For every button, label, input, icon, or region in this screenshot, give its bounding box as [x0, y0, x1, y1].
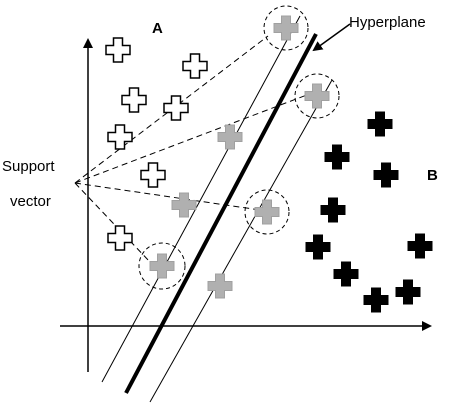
support-vector-circle	[263, 5, 309, 51]
class-a-cross	[107, 225, 133, 251]
hyperplane-label: Hyperplane	[349, 14, 426, 31]
class-a-cross	[140, 162, 166, 188]
class-a-cross	[107, 124, 133, 150]
hyperplane-pointer	[312, 23, 351, 52]
support-vector-circle	[138, 242, 186, 290]
class-b-cross	[373, 162, 399, 188]
class-b-cross	[333, 261, 359, 287]
support-vector-cross	[304, 83, 330, 109]
axes	[60, 38, 432, 372]
class-a-cross	[121, 87, 147, 113]
pointer-line	[74, 182, 261, 211]
hyperplane-line	[124, 33, 318, 394]
hyperplane-pointer-line	[312, 23, 351, 52]
support-vector-label-line2: vector	[10, 193, 51, 210]
support-vector-label-line1: Support	[2, 158, 55, 175]
grey-cross	[217, 124, 243, 150]
class-b-points	[305, 111, 433, 313]
class-b-label: B	[427, 167, 438, 184]
class-a-cross	[163, 95, 189, 121]
support-vector-cross	[254, 199, 280, 225]
pointer-line	[74, 92, 313, 184]
class-a-cross	[105, 37, 131, 63]
class-b-cross	[324, 144, 350, 170]
support-vector-cross	[273, 15, 299, 41]
grey-cross	[171, 192, 197, 218]
class-b-cross	[305, 234, 331, 260]
class-a-cross	[182, 53, 208, 79]
grey-cross	[207, 273, 233, 299]
class-b-cross	[367, 111, 393, 137]
pointer-line	[74, 182, 151, 263]
class-b-cross	[320, 197, 346, 223]
class-a-points	[105, 37, 208, 251]
separating-lines	[101, 15, 333, 403]
class-b-cross	[407, 233, 433, 259]
class-b-cross	[363, 287, 389, 313]
support-vector-circles	[138, 5, 340, 290]
class-a-label: A	[152, 20, 163, 37]
margin-line-right	[149, 79, 333, 403]
margin-line-left	[101, 15, 301, 383]
support-vector-cross	[149, 253, 175, 279]
class-b-cross	[395, 279, 421, 305]
support-vector-circle	[244, 189, 290, 235]
support-vector-circle	[294, 73, 340, 119]
